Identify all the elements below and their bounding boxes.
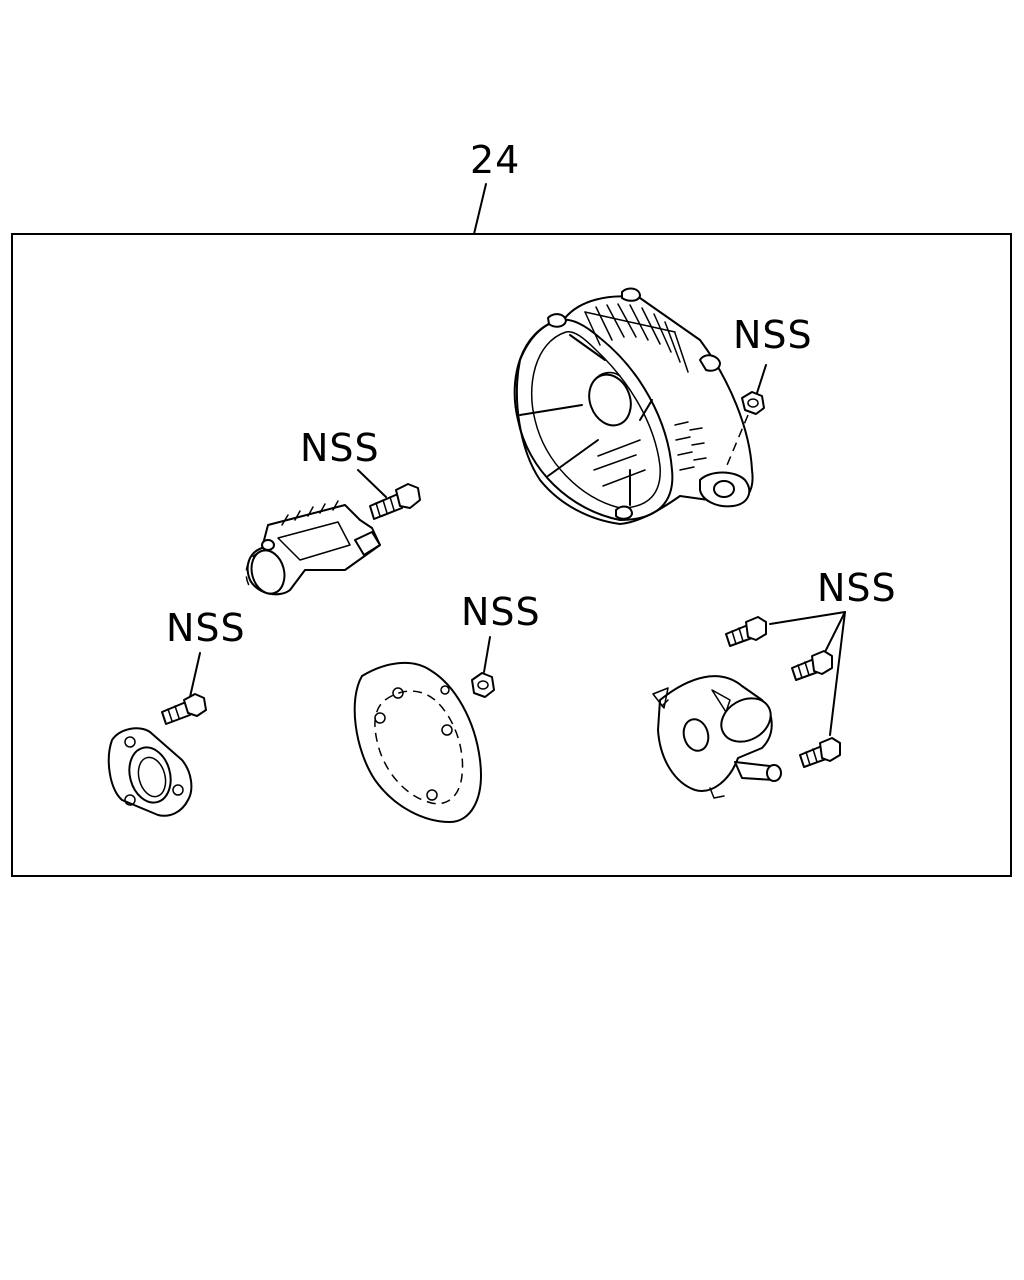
nss-label-rear-nut: NSS (733, 313, 813, 357)
cover-screw-1 (725, 616, 767, 647)
nss-label-cover-screws: NSS (817, 566, 897, 610)
insulator-plate-nut (471, 672, 495, 698)
nss-leader-bearing-bolt (189, 652, 201, 698)
bearing-retainer-plate (107, 727, 193, 817)
brush-holder (245, 500, 381, 596)
nss-label-plate-nut: NSS (461, 590, 541, 634)
cover-screw-3 (799, 737, 841, 768)
rear-cover (652, 675, 782, 799)
bearing-retainer-bolt (161, 693, 207, 725)
insulator-plate (353, 661, 482, 823)
nss-leader-cover-screws (769, 611, 846, 736)
nss-label-bearing-bolt: NSS (166, 606, 246, 650)
assembly-callout-number: 24 (470, 138, 520, 182)
rear-frame-nut (741, 391, 765, 415)
rear-frame-housing (513, 287, 754, 525)
brush-holder-bolt (369, 483, 421, 520)
nss-leader-rear-nut (756, 364, 767, 394)
nss-leader-brush-bolt (357, 469, 387, 498)
rear-nut-alignment-line (724, 414, 749, 471)
cover-screw-2 (791, 650, 833, 681)
nss-label-brush-bolt: NSS (300, 426, 380, 470)
nss-leader-plate-nut (483, 636, 491, 673)
assembly-callout-leader (473, 183, 487, 235)
kit-frame (11, 233, 1012, 877)
